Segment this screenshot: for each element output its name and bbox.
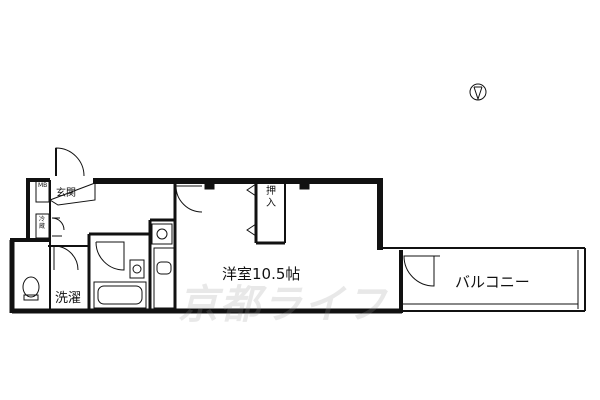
toilet-icon	[22, 276, 40, 301]
entrance-label: 玄関	[56, 188, 76, 199]
watermark-logo: 京都ライフ	[178, 282, 388, 328]
exterior-walls	[9, 178, 586, 314]
fixtures	[22, 179, 175, 309]
washbasin-icon	[129, 259, 145, 279]
balcony-label: バルコニー	[455, 273, 530, 291]
meter-box-label: MB	[38, 182, 48, 189]
closet-label: 押入	[266, 186, 276, 209]
north-compass-icon	[469, 83, 487, 101]
kitchen-sink-icon	[151, 223, 175, 309]
doors	[51, 147, 440, 287]
laundry-label: 洗濯	[55, 291, 82, 306]
main-room-label: 洋室10.5帖	[222, 265, 301, 283]
bathtub-icon	[93, 281, 147, 309]
fridge-space-label: 冷蔵	[38, 216, 45, 230]
